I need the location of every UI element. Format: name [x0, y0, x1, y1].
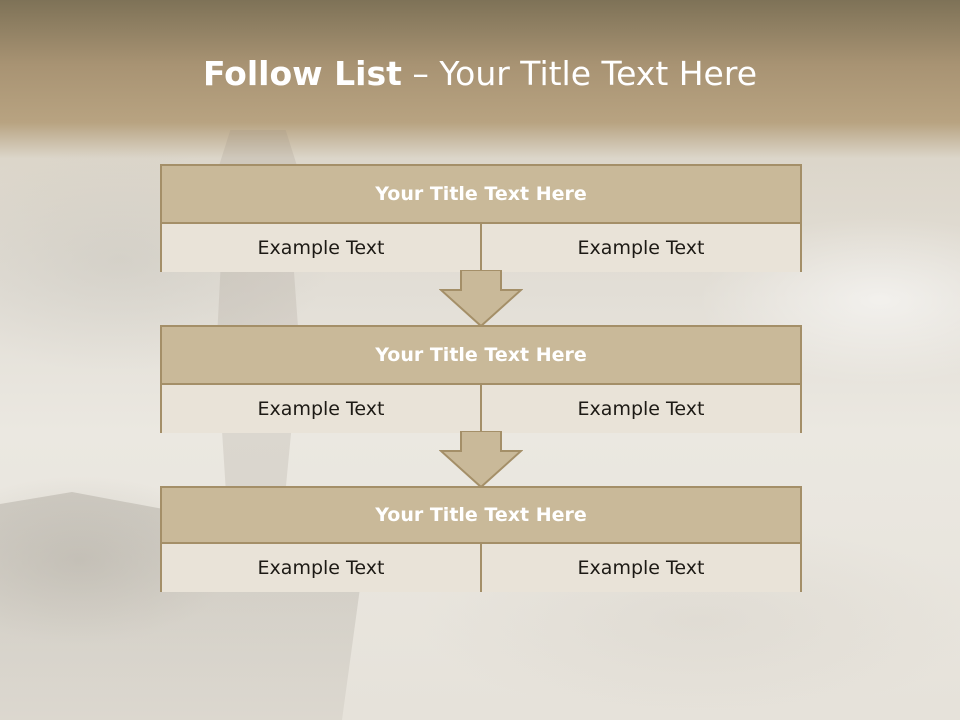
block-title: Your Title Text Here [162, 488, 800, 544]
down-arrow-icon [439, 270, 523, 328]
block-title: Your Title Text Here [162, 327, 800, 385]
block-row: Example Text Example Text [162, 544, 800, 592]
slide-title-rest: – Your Title Text Here [412, 54, 758, 93]
block-cell-right: Example Text [480, 544, 800, 592]
block-cell-right: Example Text [480, 224, 800, 272]
block-cell-right: Example Text [480, 385, 800, 433]
slide-title-bold: Follow List [202, 54, 402, 93]
block-cell-left: Example Text [162, 544, 480, 592]
list-block-2: Your Title Text Here Example Text Exampl… [160, 325, 802, 433]
block-cell-left: Example Text [162, 224, 480, 272]
down-arrow-icon [439, 431, 523, 489]
block-row: Example Text Example Text [162, 385, 800, 433]
slide-title: Follow List – Your Title Text Here [0, 54, 960, 93]
list-block-1: Your Title Text Here Example Text Exampl… [160, 164, 802, 272]
block-title: Your Title Text Here [162, 166, 800, 224]
block-cell-left: Example Text [162, 385, 480, 433]
list-block-3: Your Title Text Here Example Text Exampl… [160, 486, 802, 592]
block-row: Example Text Example Text [162, 224, 800, 272]
